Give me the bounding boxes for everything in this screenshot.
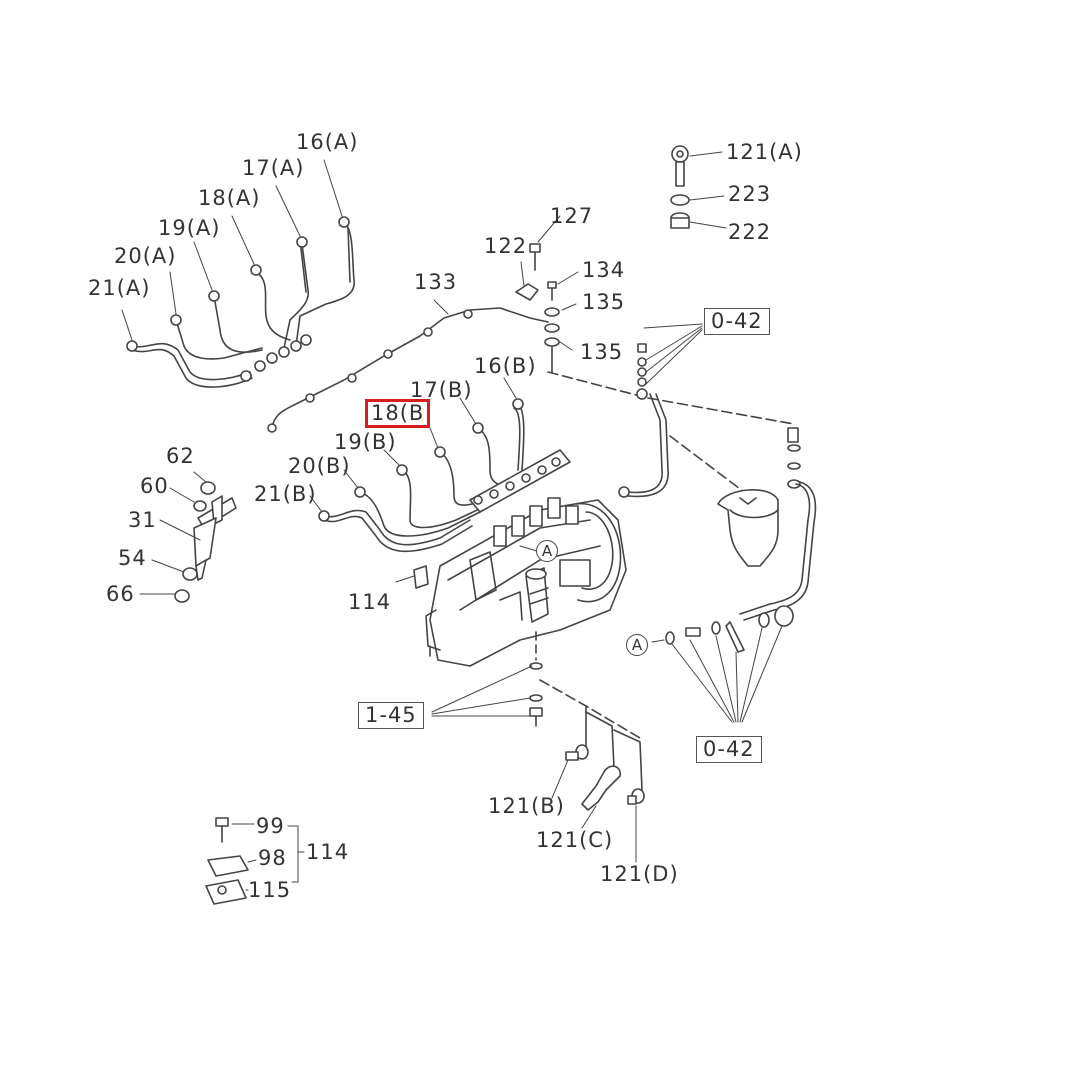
label-21b: 21(B) [254, 482, 317, 506]
label-17b: 17(B) [410, 378, 473, 402]
label-122: 122 [484, 234, 528, 258]
label-114: 114 [348, 590, 392, 614]
label-17a: 17(A) [242, 156, 305, 180]
label-16a: 16(A) [296, 130, 359, 154]
label-19a: 19(A) [158, 216, 221, 240]
label-134: 134 [582, 258, 626, 282]
injection-pipes-b [310, 378, 524, 551]
label-121c: 121(C) [536, 828, 614, 852]
label-133: 133 [414, 270, 458, 294]
label-115: 115 [248, 878, 292, 902]
label-62: 62 [166, 444, 195, 468]
fuel-filter-assembly [619, 324, 815, 722]
label-60: 60 [140, 474, 169, 498]
ref-box-0-42-top: 0-42 [704, 308, 770, 335]
label-54: 54 [118, 546, 147, 570]
label-121b: 121(B) [488, 794, 565, 818]
label-21a: 21(A) [88, 276, 151, 300]
label-20b: 20(B) [288, 454, 351, 478]
label-20a: 20(A) [114, 244, 177, 268]
nozzle-holder [140, 472, 236, 602]
bracket-kit [206, 818, 304, 904]
injection-pump [396, 450, 626, 666]
label-121a: 121(A) [726, 140, 803, 164]
ref-box-0-42-bottom: 0-42 [696, 736, 762, 763]
label-99: 99 [256, 814, 285, 838]
label-16b: 16(B) [474, 354, 537, 378]
label-66: 66 [106, 582, 135, 606]
marker-a-line: A [626, 634, 648, 656]
ref-box-1-45: 1-45 [358, 702, 424, 729]
eye-bolt-assembly [671, 146, 726, 228]
label-223: 223 [728, 182, 772, 206]
label-135-upper: 135 [582, 290, 626, 314]
leak-off-pipe [268, 300, 548, 432]
label-222: 222 [728, 220, 772, 244]
pump-fittings-bottom [432, 632, 644, 862]
label-135-lower: 135 [580, 340, 624, 364]
label-127: 127 [550, 204, 594, 228]
marker-a-pump: A [536, 540, 558, 562]
label-19b: 19(B) [334, 430, 397, 454]
banjo-bolt-group [516, 216, 640, 396]
label-98: 98 [258, 846, 287, 870]
label-31: 31 [128, 508, 157, 532]
label-114-kit: 114 [306, 840, 350, 864]
injection-pipes-a [122, 160, 354, 387]
label-121d: 121(D) [600, 862, 679, 886]
label-18b-highlighted: 18(B [365, 399, 431, 428]
label-18a: 18(A) [198, 186, 261, 210]
